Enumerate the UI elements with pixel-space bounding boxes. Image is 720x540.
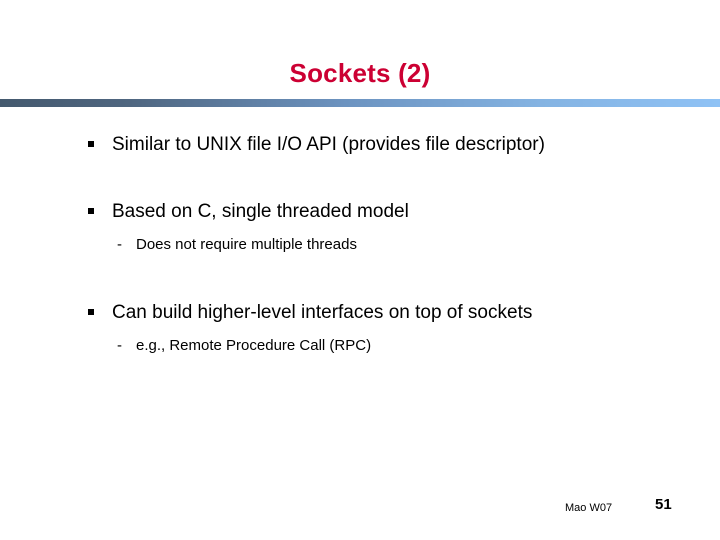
bullet-item-level2: - Does not require multiple threads: [0, 234, 720, 256]
square-bullet-icon: [88, 309, 94, 315]
dash-bullet-icon: -: [117, 337, 122, 354]
slide-body: Similar to UNIX file I/O API (provides f…: [0, 132, 720, 357]
bullet-item-level2: - e.g., Remote Procedure Call (RPC): [0, 335, 720, 357]
slide-footer: Mao W07 51: [0, 494, 720, 540]
spacer: [0, 224, 720, 234]
dash-bullet-icon: -: [117, 236, 122, 253]
spacer: [0, 256, 720, 300]
spacer: [0, 157, 720, 199]
bullet-item-level1: Can build higher-level interfaces on top…: [0, 300, 720, 325]
bullet-text: Similar to UNIX file I/O API (provides f…: [112, 134, 545, 155]
square-bullet-icon: [88, 141, 94, 147]
spacer: [0, 325, 720, 335]
title-divider-bar: [0, 99, 720, 107]
bullet-text: e.g., Remote Procedure Call (RPC): [136, 337, 372, 354]
square-bullet-icon: [88, 208, 94, 214]
page-title: Sockets (2): [289, 58, 431, 88]
bullet-text: Based on C, single threaded model: [112, 201, 409, 222]
bullet-item-level1: Based on C, single threaded model: [0, 199, 720, 224]
bullet-text: Can build higher-level interfaces on top…: [112, 302, 533, 323]
footer-author-label: Mao W07: [565, 502, 613, 514]
bullet-text: Does not require multiple threads: [136, 236, 357, 253]
slide-number: 51: [655, 496, 672, 513]
bullet-item-level1: Similar to UNIX file I/O API (provides f…: [0, 132, 720, 157]
